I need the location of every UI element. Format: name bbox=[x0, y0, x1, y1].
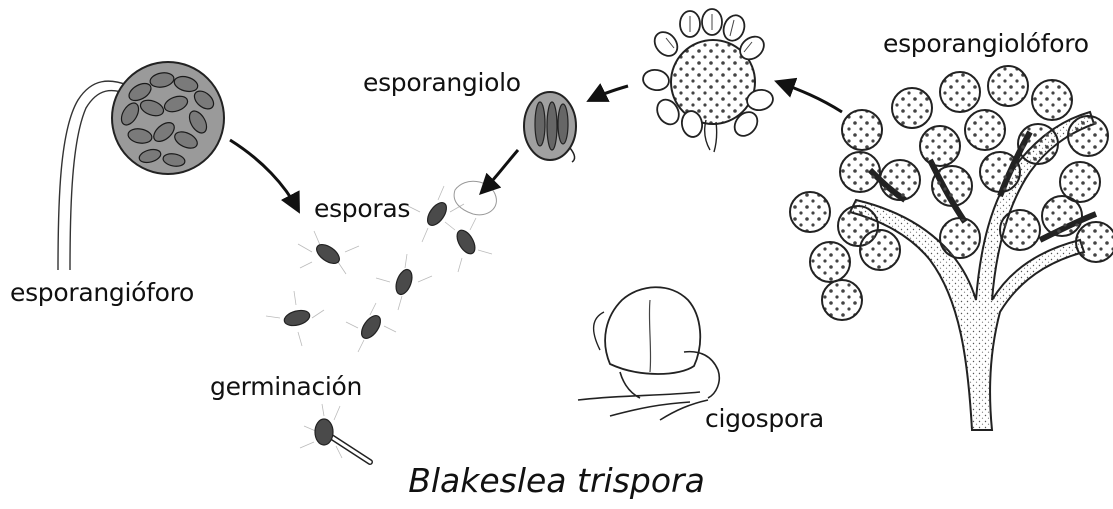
label-esporas: esporas bbox=[314, 196, 410, 221]
arrow-sporangiole-to-spores bbox=[482, 150, 518, 192]
label-germinacion: germinación bbox=[210, 374, 362, 399]
arrow-sporangium-to-spores bbox=[230, 140, 298, 210]
germinating-spore-illustration bbox=[300, 404, 370, 462]
arrow-head-to-sporangiole bbox=[590, 86, 628, 100]
diagram-title: Blakeslea trispora bbox=[0, 464, 1113, 497]
sporangiophore-illustration bbox=[58, 62, 224, 270]
label-cigospora: cigospora bbox=[705, 406, 824, 431]
sporangiolophore-plant-illustration bbox=[790, 66, 1113, 430]
arrow-plant-to-head bbox=[778, 82, 842, 112]
sporangium-head bbox=[112, 62, 224, 174]
label-esporangiolo: esporangiolo bbox=[363, 70, 521, 95]
sporangiole-illustration bbox=[524, 92, 576, 162]
zygospore-illustration bbox=[578, 287, 719, 420]
sporangiolophore-head-illustration bbox=[641, 9, 774, 152]
label-esporangioforo: esporangióforo bbox=[10, 280, 194, 305]
label-esporangioloforo: esporangiolóforo bbox=[883, 31, 1089, 56]
